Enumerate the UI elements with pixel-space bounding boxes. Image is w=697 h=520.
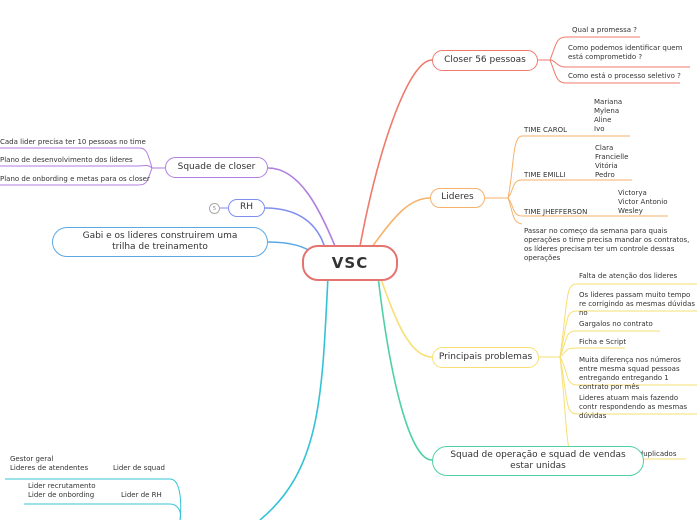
squad-closer-item-10-pessoas[interactable]: Cada lider precisa ter 10 pessoas no tim… <box>0 138 146 146</box>
lideres-note[interactable]: Passar no começo da semana para quais op… <box>524 227 690 263</box>
problema-atencao[interactable]: Falta de atenção dos lideres <box>579 272 678 280</box>
lider-rh-label[interactable]: Lider de RH <box>121 491 162 499</box>
problema-lideres-atuam[interactable]: Lideres atuam mais fazendo contr respond… <box>579 394 688 421</box>
team-jhefferson-members[interactable]: Victorya Victor Antonio Wesley <box>618 189 668 216</box>
root-node[interactable]: VSC <box>302 245 398 281</box>
team-emilli-members[interactable]: Clara Francielle Vitória Pedro <box>595 144 629 180</box>
problema-ficha-script[interactable]: Ficha e Script <box>579 338 627 346</box>
closer-item-processo-seletivo[interactable]: Como está o processo seletivo ? <box>568 72 681 80</box>
squad-closer-node[interactable]: Squade de closer <box>165 157 268 178</box>
gabi-node[interactable]: Gabi e os lideres construirem uma trilha… <box>52 227 268 257</box>
problema-gargalos[interactable]: Gargalos no contrato <box>579 320 653 328</box>
problemas-node[interactable]: Principais problemas <box>432 347 539 368</box>
lideres-node[interactable]: Lideres <box>430 188 485 208</box>
closer-node[interactable]: Closer 56 pessoas <box>432 50 538 71</box>
closer-item-comprometido[interactable]: Como podemos identificar quem está compr… <box>568 44 683 62</box>
lider-recrutamento-label[interactable]: Lider recrutamento <box>28 482 96 490</box>
team-jhefferson-label[interactable]: TIME JHEFFERSON <box>524 208 588 216</box>
problema-tempo[interactable]: Os lideres passam muito tempo re corrigi… <box>579 291 696 318</box>
closer-item-promessa[interactable]: Qual a promessa ? <box>572 26 638 34</box>
squad-operacao-node[interactable]: Squad de operação e squad de vendas esta… <box>432 446 644 476</box>
squad-closer-item-plano-desenvolvimento[interactable]: Plano de desenvolvimento dos lideres <box>0 156 133 164</box>
squad-closer-item-onbording[interactable]: Plano de onbording e metas para os close… <box>0 175 150 183</box>
team-emilli-label[interactable]: TIME EMILLI <box>524 171 566 179</box>
collapsed-count-badge[interactable]: 5 <box>209 203 220 214</box>
lider-squad-label[interactable]: Lider de squad <box>113 464 165 472</box>
rh-node[interactable]: RH <box>228 199 265 217</box>
team-carol-members[interactable]: Mariana Mylena Aline Ivo <box>594 98 623 134</box>
lider-onbording-label[interactable]: Lider de onbording <box>28 491 95 499</box>
gestor-geral-label[interactable]: Gestor geral <box>10 455 54 463</box>
team-carol-label[interactable]: TIME CAROL <box>524 126 567 134</box>
problema-diferenca-numeros[interactable]: Muita diferença nos números entre mesma … <box>579 356 681 392</box>
lideres-atendentes-label[interactable]: Lideres de atendentes <box>10 464 89 472</box>
